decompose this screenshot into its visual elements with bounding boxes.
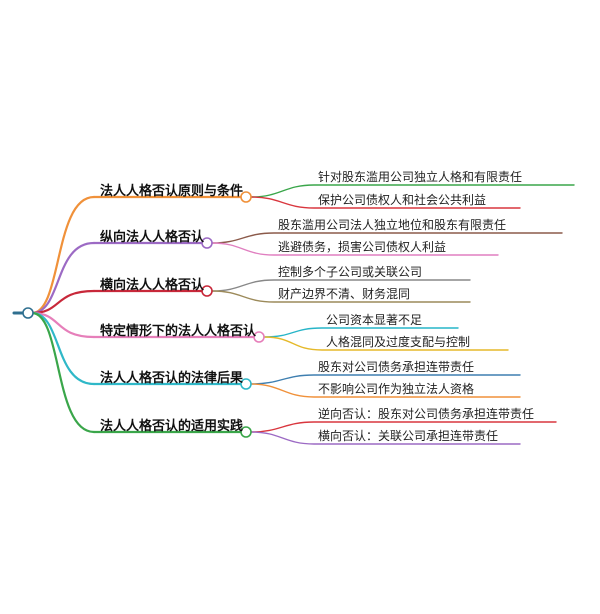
leaf-label: 股东滥用公司法人独立地位和股东有限责任 xyxy=(278,218,507,232)
leaf-label: 人格混同及过度支配与控制 xyxy=(326,335,471,349)
leaf-link xyxy=(263,327,459,338)
leaf-link xyxy=(250,431,521,445)
leaf-label: 保护公司债权人和社会公共利益 xyxy=(318,193,487,207)
leaf-link xyxy=(250,383,521,398)
branch-node-circle[interactable] xyxy=(240,378,252,390)
leaf-link xyxy=(250,184,575,198)
leaf-label: 公司资本显著不足 xyxy=(326,313,423,327)
branch-node-circle[interactable] xyxy=(253,331,265,343)
leaf-link xyxy=(250,421,557,433)
branch-label-horizontal: 横向法人人格否认 xyxy=(100,278,205,293)
leaf-label: 不影响公司作为独立法人资格 xyxy=(318,382,475,396)
root-node-circle[interactable] xyxy=(22,307,34,319)
branch-node-circle[interactable] xyxy=(240,426,252,438)
branch-link xyxy=(30,311,96,339)
leaf-label: 股东对公司债务承担连带责任 xyxy=(318,360,475,374)
branch-link xyxy=(30,241,96,315)
branch-label-principles: 法人人格否认原则与条件 xyxy=(100,184,244,199)
branch-link xyxy=(30,311,96,434)
branch-node-circle[interactable] xyxy=(201,285,213,297)
branch-node-circle[interactable] xyxy=(240,191,252,203)
leaf-link xyxy=(211,290,471,303)
leaf-link xyxy=(250,374,521,385)
leaf-link xyxy=(263,336,509,351)
leaf-label: 逃避债务，损害公司债权人利益 xyxy=(278,240,447,254)
leaf-label: 针对股东滥用公司独立人格和有限责任 xyxy=(318,170,523,184)
branch-link xyxy=(30,195,96,315)
leaf-link xyxy=(211,232,563,244)
branch-label-special-cases: 特定情形下的法人人格否认 xyxy=(100,324,257,339)
leaf-link xyxy=(250,196,521,209)
leaf-link xyxy=(211,279,471,292)
leaf-label: 横向否认：关联公司承担连带责任 xyxy=(318,429,499,443)
branch-label-application: 法人人格否认的适用实践 xyxy=(100,419,244,434)
branch-node-circle[interactable] xyxy=(201,237,213,249)
branch-link xyxy=(30,311,96,386)
leaf-label: 财产边界不清、财务混同 xyxy=(278,287,411,301)
branch-label-legal-consequences: 法人人格否认的法律后果 xyxy=(100,371,244,386)
leaf-label: 控制多个子公司或关联公司 xyxy=(278,265,423,279)
leaf-label: 逆向否认：股东对公司债务承担连带责任 xyxy=(318,407,535,421)
leaf-link xyxy=(211,242,499,256)
branch-link xyxy=(30,289,96,315)
branch-label-vertical: 纵向法人人格否认 xyxy=(100,230,205,245)
